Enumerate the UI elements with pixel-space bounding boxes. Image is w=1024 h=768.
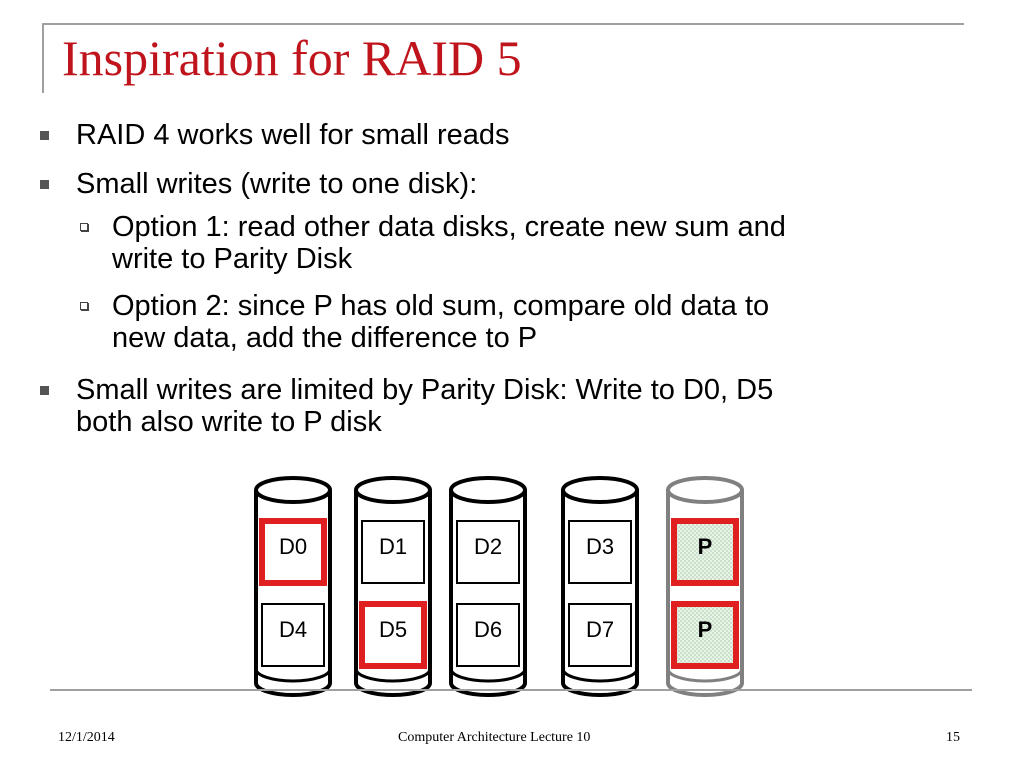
- highlighted-data-block: [359, 601, 427, 669]
- disk-bottom-arc: [561, 668, 639, 683]
- block-label: P: [698, 617, 713, 642]
- disk-bottom-arc: [449, 668, 527, 683]
- hollow-square-bullet-icon: [80, 223, 88, 231]
- parity-block: [671, 518, 739, 586]
- disk-top: [354, 476, 432, 504]
- bullet-text-line: both also write to P disk: [76, 406, 382, 438]
- block-label: D2: [474, 534, 502, 559]
- bullet-text-line: Small writes are limited by Parity Disk:…: [76, 374, 774, 406]
- square-bullet-icon: [40, 131, 49, 140]
- footer-page-number: 15: [946, 730, 960, 745]
- disk-top: [449, 476, 527, 504]
- disk-top: [254, 476, 332, 504]
- bullet-text: Small writes (write to one disk):: [76, 168, 478, 200]
- block-label: P: [698, 534, 713, 559]
- data-block: [456, 520, 520, 584]
- parity-block: [671, 601, 739, 669]
- highlighted-data-block: [259, 518, 327, 586]
- square-bullet-icon: [40, 386, 49, 395]
- footer-lecture-title: Computer Architecture Lecture 10: [398, 730, 591, 745]
- data-block: [456, 603, 520, 667]
- sub-bullet-text-line: Option 2: since P has old sum, compare o…: [112, 290, 770, 322]
- frame-left-line: [42, 23, 44, 93]
- footer-divider: [50, 689, 972, 691]
- block-label: D0: [279, 534, 307, 559]
- block-label: D7: [586, 617, 614, 642]
- data-block: [568, 520, 632, 584]
- data-block: [568, 603, 632, 667]
- hollow-square-bullet-icon: [80, 302, 88, 310]
- disk-bottom-arc: [666, 668, 744, 683]
- slide-title: Inspiration for RAID 5: [62, 30, 522, 86]
- data-block: [261, 603, 325, 667]
- sub-bullet-text-line: new data, add the difference to P: [112, 322, 538, 354]
- block-label: D4: [279, 617, 307, 642]
- disk-bottom-arc: [354, 668, 432, 683]
- disk-top: [561, 476, 639, 504]
- block-label: D6: [474, 617, 502, 642]
- frame-top-line: [42, 23, 964, 25]
- sub-bullet-text-line: write to Parity Disk: [112, 243, 353, 275]
- block-label: D3: [586, 534, 614, 559]
- data-block: [361, 520, 425, 584]
- sub-bullet-text-line: Option 1: read other data disks, create …: [112, 211, 786, 243]
- parity-disk: PP: [666, 476, 744, 697]
- square-bullet-icon: [40, 180, 49, 189]
- disk-top: [666, 476, 744, 504]
- footer-date: 12/1/2014: [58, 730, 115, 745]
- block-label: D5: [379, 617, 407, 642]
- block-label: D1: [379, 534, 407, 559]
- bullet-text: RAID 4 works well for small reads: [76, 119, 510, 151]
- disk-bottom-arc: [254, 668, 332, 683]
